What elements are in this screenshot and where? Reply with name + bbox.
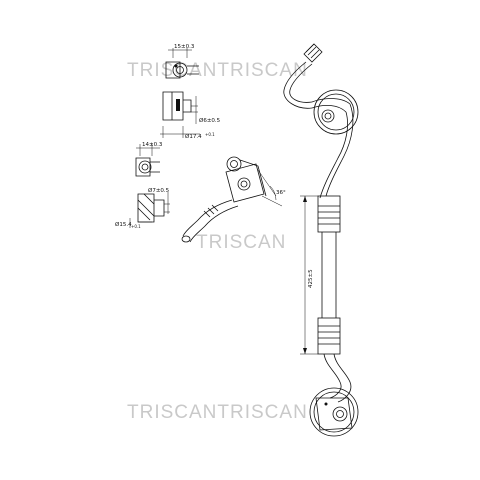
top-fitting-section-view: Ø6±0.5 Ø17.4 +0.1: [160, 91, 221, 140]
angle-label: 36°: [276, 190, 286, 196]
top-fitting-side-view: 15±0.3: [165, 44, 199, 79]
mid-fitting-bore-label: Ø7±0.5: [148, 187, 170, 194]
mid-fitting-diameter-label: Ø15.4: [115, 221, 132, 228]
mid-fitting-diameter-tol: +0.1: [131, 224, 141, 229]
hose-length-label: 425±5: [308, 269, 314, 288]
watermark-middle: TRISCAN: [196, 232, 286, 253]
brake-hose-main: [283, 43, 359, 437]
hose-length-dimension: 425±5: [300, 195, 318, 355]
mid-fitting-width-label: 14±0.3: [142, 142, 163, 148]
watermark-bottom: TRISCANTRISCAN: [127, 402, 308, 423]
top-fitting-diameter-tol: +0.1: [205, 132, 215, 137]
mid-fitting-side-view: 14±0.3: [135, 142, 163, 177]
mid-fitting-section-view: Ø7±0.5 Ø15.4 +0.1: [115, 187, 170, 229]
top-fitting-width-label: 15±0.3: [174, 44, 195, 50]
watermark-top: TRISCANTRISCAN: [127, 60, 308, 81]
top-fitting-diameter-label: Ø17.4: [185, 133, 202, 140]
top-fitting-bore-label: Ø6±0.5: [199, 117, 221, 124]
angled-fitting-assembly: 36°: [181, 156, 286, 243]
